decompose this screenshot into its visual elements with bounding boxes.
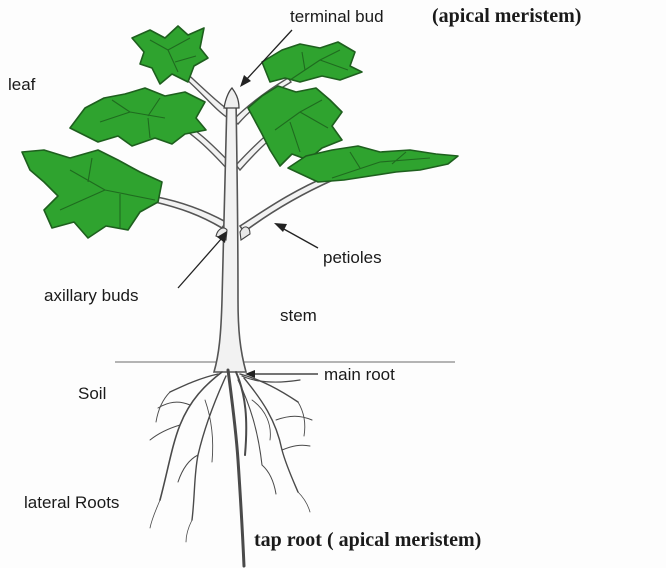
soil-label: Soil [78,384,107,403]
leaves [21,25,459,239]
leaf-mid-left [69,87,207,147]
petioles-label: petioles [323,248,382,267]
axillary-bud-shape [239,226,251,241]
root-system [149,368,313,568]
leaf-mid-right [247,85,343,167]
leaf-label: leaf [8,75,36,94]
stem-label: stem [280,306,317,325]
tap-root-label: tap root ( apical meristem) [254,529,482,551]
leaf-top-right [261,41,363,83]
main-root-label: main root [324,365,395,384]
terminal-bud-label: terminal bud [290,7,384,26]
pointer-arrows [177,29,319,378]
apical-meristem-top-label: (apical meristem) [432,5,582,27]
axillary-buds-label: axillary buds [44,286,139,305]
main-stem [212,99,248,373]
terminal-bud-shape [223,87,240,109]
leaf-lower-left [21,149,163,239]
lateral-roots-label: lateral Roots [24,493,120,512]
